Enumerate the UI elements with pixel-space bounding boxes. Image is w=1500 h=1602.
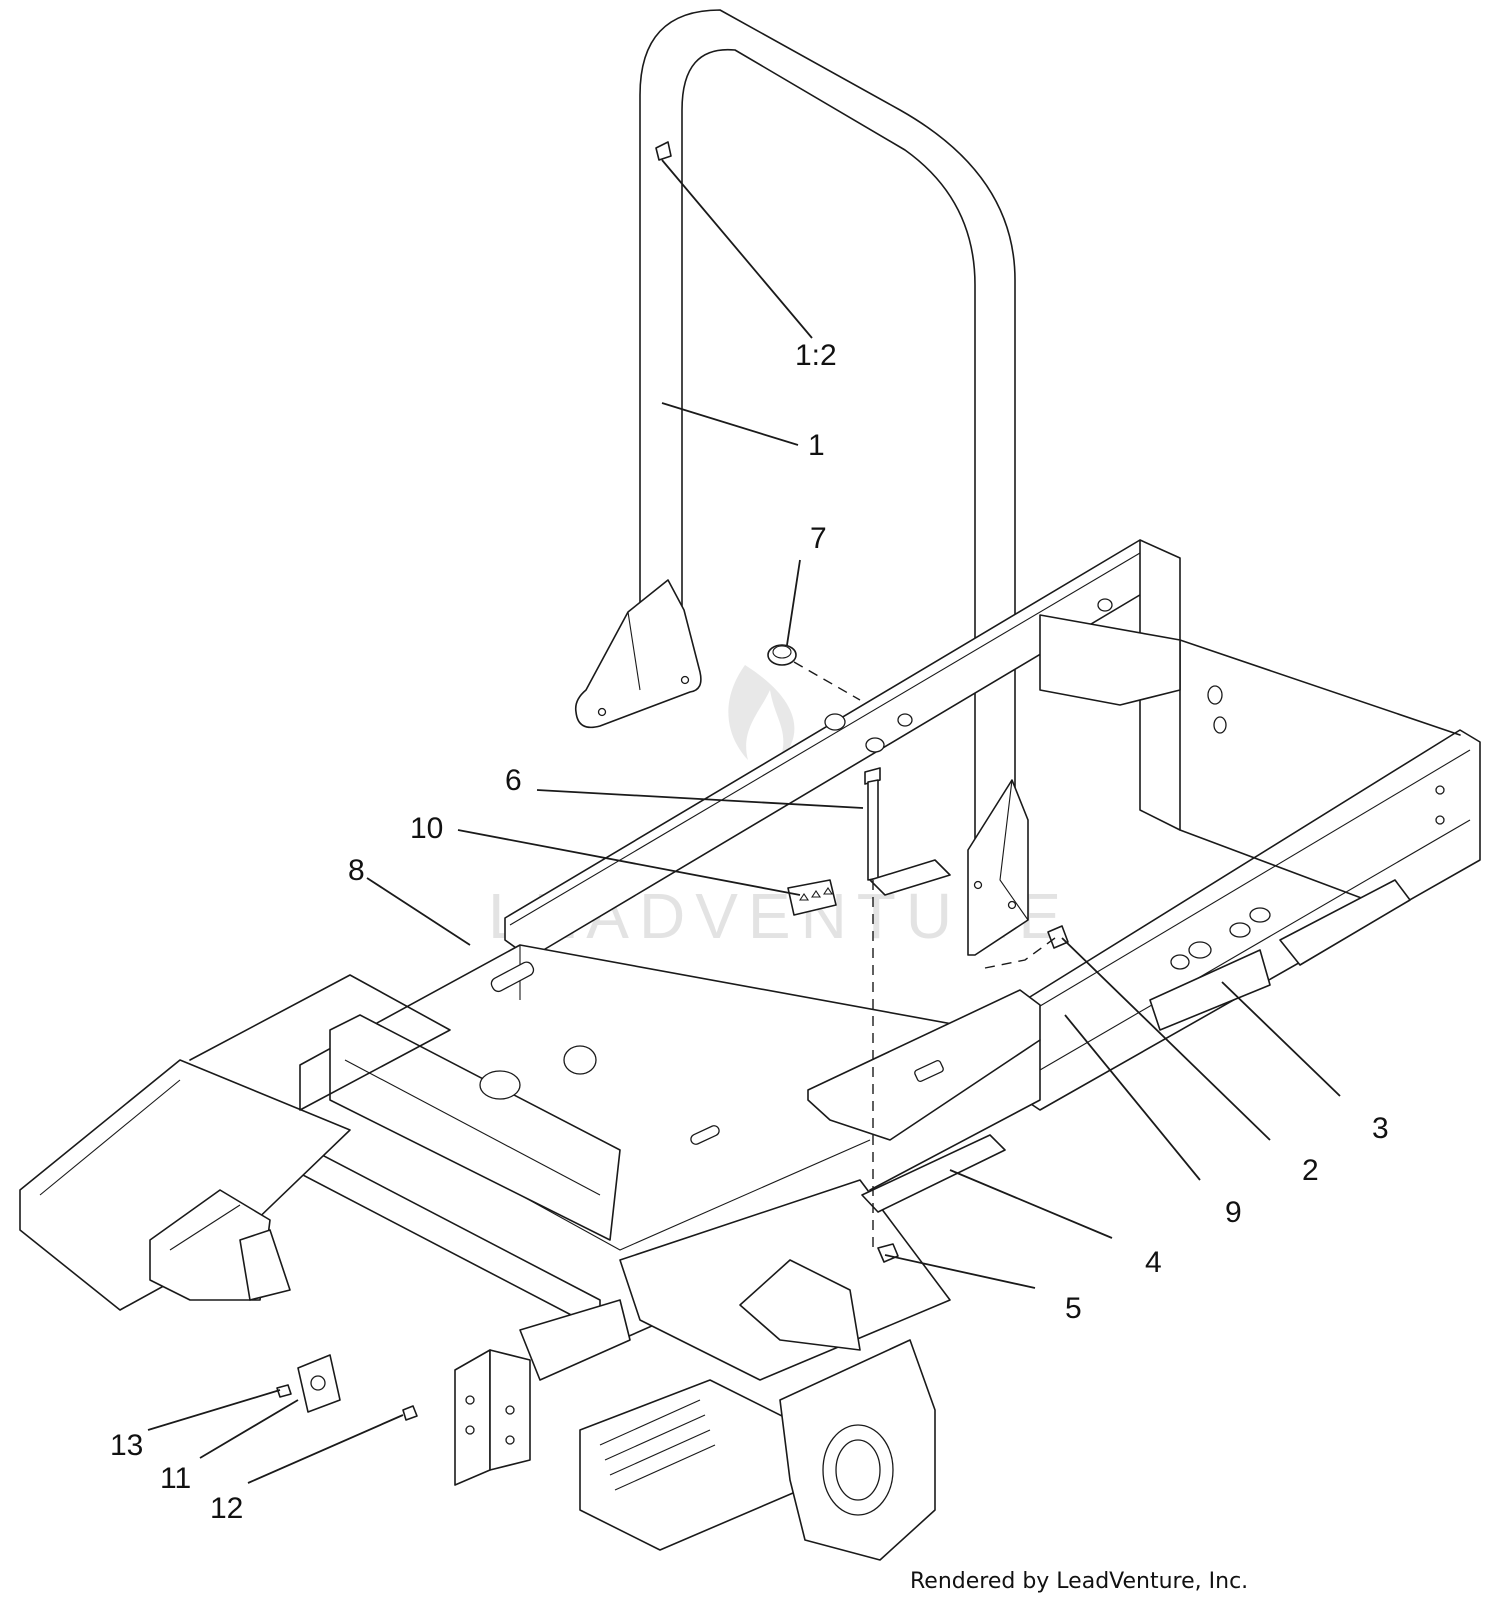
callout-2: 2 (1302, 1154, 1319, 1187)
callout-3: 3 (1372, 1112, 1389, 1145)
callout-1-2: 1:2 (795, 339, 837, 372)
bolt-part-12 (402, 1405, 418, 1421)
callout-8: 8 (348, 854, 365, 887)
callout-1: 1 (808, 429, 825, 462)
nut-part-13 (276, 1384, 292, 1398)
callout-9: 9 (1225, 1196, 1242, 1229)
render-credit: Rendered by LeadVenture, Inc. (910, 1569, 1248, 1594)
callout-12: 12 (210, 1492, 243, 1525)
callout-11: 11 (160, 1462, 191, 1495)
callout-7: 7 (810, 522, 827, 555)
hardware (276, 644, 1069, 1421)
callout-13: 13 (110, 1429, 143, 1462)
plug-part-7 (767, 644, 797, 666)
callout-10: 10 (410, 812, 443, 845)
leader-lines (147, 159, 1341, 1484)
callout-5: 5 (1065, 1292, 1082, 1325)
assembly-lines (793, 661, 1056, 1250)
bolt-part-2 (1047, 925, 1069, 949)
roll-bar (574, 9, 1029, 956)
bolt-part-6 (864, 767, 881, 881)
mower-frame (19, 539, 1481, 1561)
callout-6: 6 (505, 764, 522, 797)
callout-4: 4 (1145, 1246, 1162, 1279)
mount-plate-part-9 (807, 989, 1041, 1141)
callout-labels: 1:2 1 7 6 10 8 3 2 9 4 5 13 11 12 (110, 339, 1389, 1525)
